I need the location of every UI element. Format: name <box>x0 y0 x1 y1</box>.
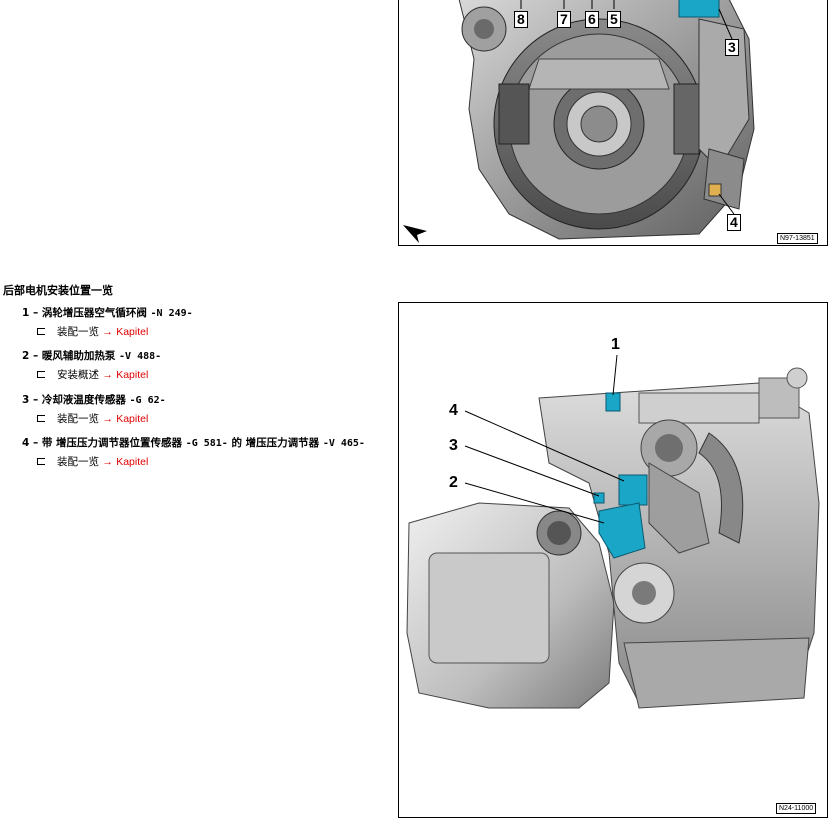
engine-illustration-bottom <box>406 354 820 709</box>
callout-4: 4 <box>449 402 458 419</box>
kapitel-link[interactable]: Kapitel <box>116 369 149 381</box>
bullet-icon <box>37 327 45 335</box>
callout-6: 6 <box>585 11 599 28</box>
kapitel-link[interactable]: Kapitel <box>116 413 149 425</box>
list-item-4: 4 – 带 增压压力调节器位置传感器 -G 581- 的 增压压力调节器 -V … <box>22 437 365 449</box>
callout-5: 5 <box>607 11 621 28</box>
figure-id-top: N97-13851 <box>777 233 818 244</box>
bullet-icon <box>37 370 45 378</box>
engine-figure-top: 8 7 6 5 3 4 N97-13851 <box>398 0 828 246</box>
bullet-icon <box>37 414 45 422</box>
engine-figure-bottom: 1 4 3 2 N24-11000 <box>398 302 828 818</box>
callout-2: 2 <box>449 474 458 491</box>
kapitel-link[interactable]: Kapitel <box>116 456 149 468</box>
callout-4: 4 <box>727 214 741 231</box>
list-item-3: 3 – 冷却液温度传感器 -G 62- <box>22 394 166 406</box>
sub-item-1: 装配一览 → Kapitel <box>37 324 148 339</box>
kapitel-link[interactable]: Kapitel <box>116 326 149 338</box>
engine-illustration-top <box>403 0 755 243</box>
sub-item-4: 装配一览 → Kapitel <box>37 454 148 469</box>
sub-item-3: 装配一览 → Kapitel <box>37 411 148 426</box>
list-item-2: 2 – 暖风辅助加热泵 -V 488- <box>22 350 162 362</box>
callout-3: 3 <box>449 437 458 454</box>
callout-1: 1 <box>611 336 620 353</box>
list-item-1: 1 – 涡轮增压器空气循环阀 -N 249- <box>22 307 193 319</box>
figure-id-bottom: N24-11000 <box>776 803 817 814</box>
section-title: 后部电机安装位置一览 <box>3 284 113 297</box>
callout-7: 7 <box>557 11 571 28</box>
callout-8: 8 <box>514 11 528 28</box>
bullet-icon <box>37 457 45 465</box>
callout-3: 3 <box>725 39 739 56</box>
sub-item-2: 安装概述 → Kapitel <box>37 367 148 382</box>
